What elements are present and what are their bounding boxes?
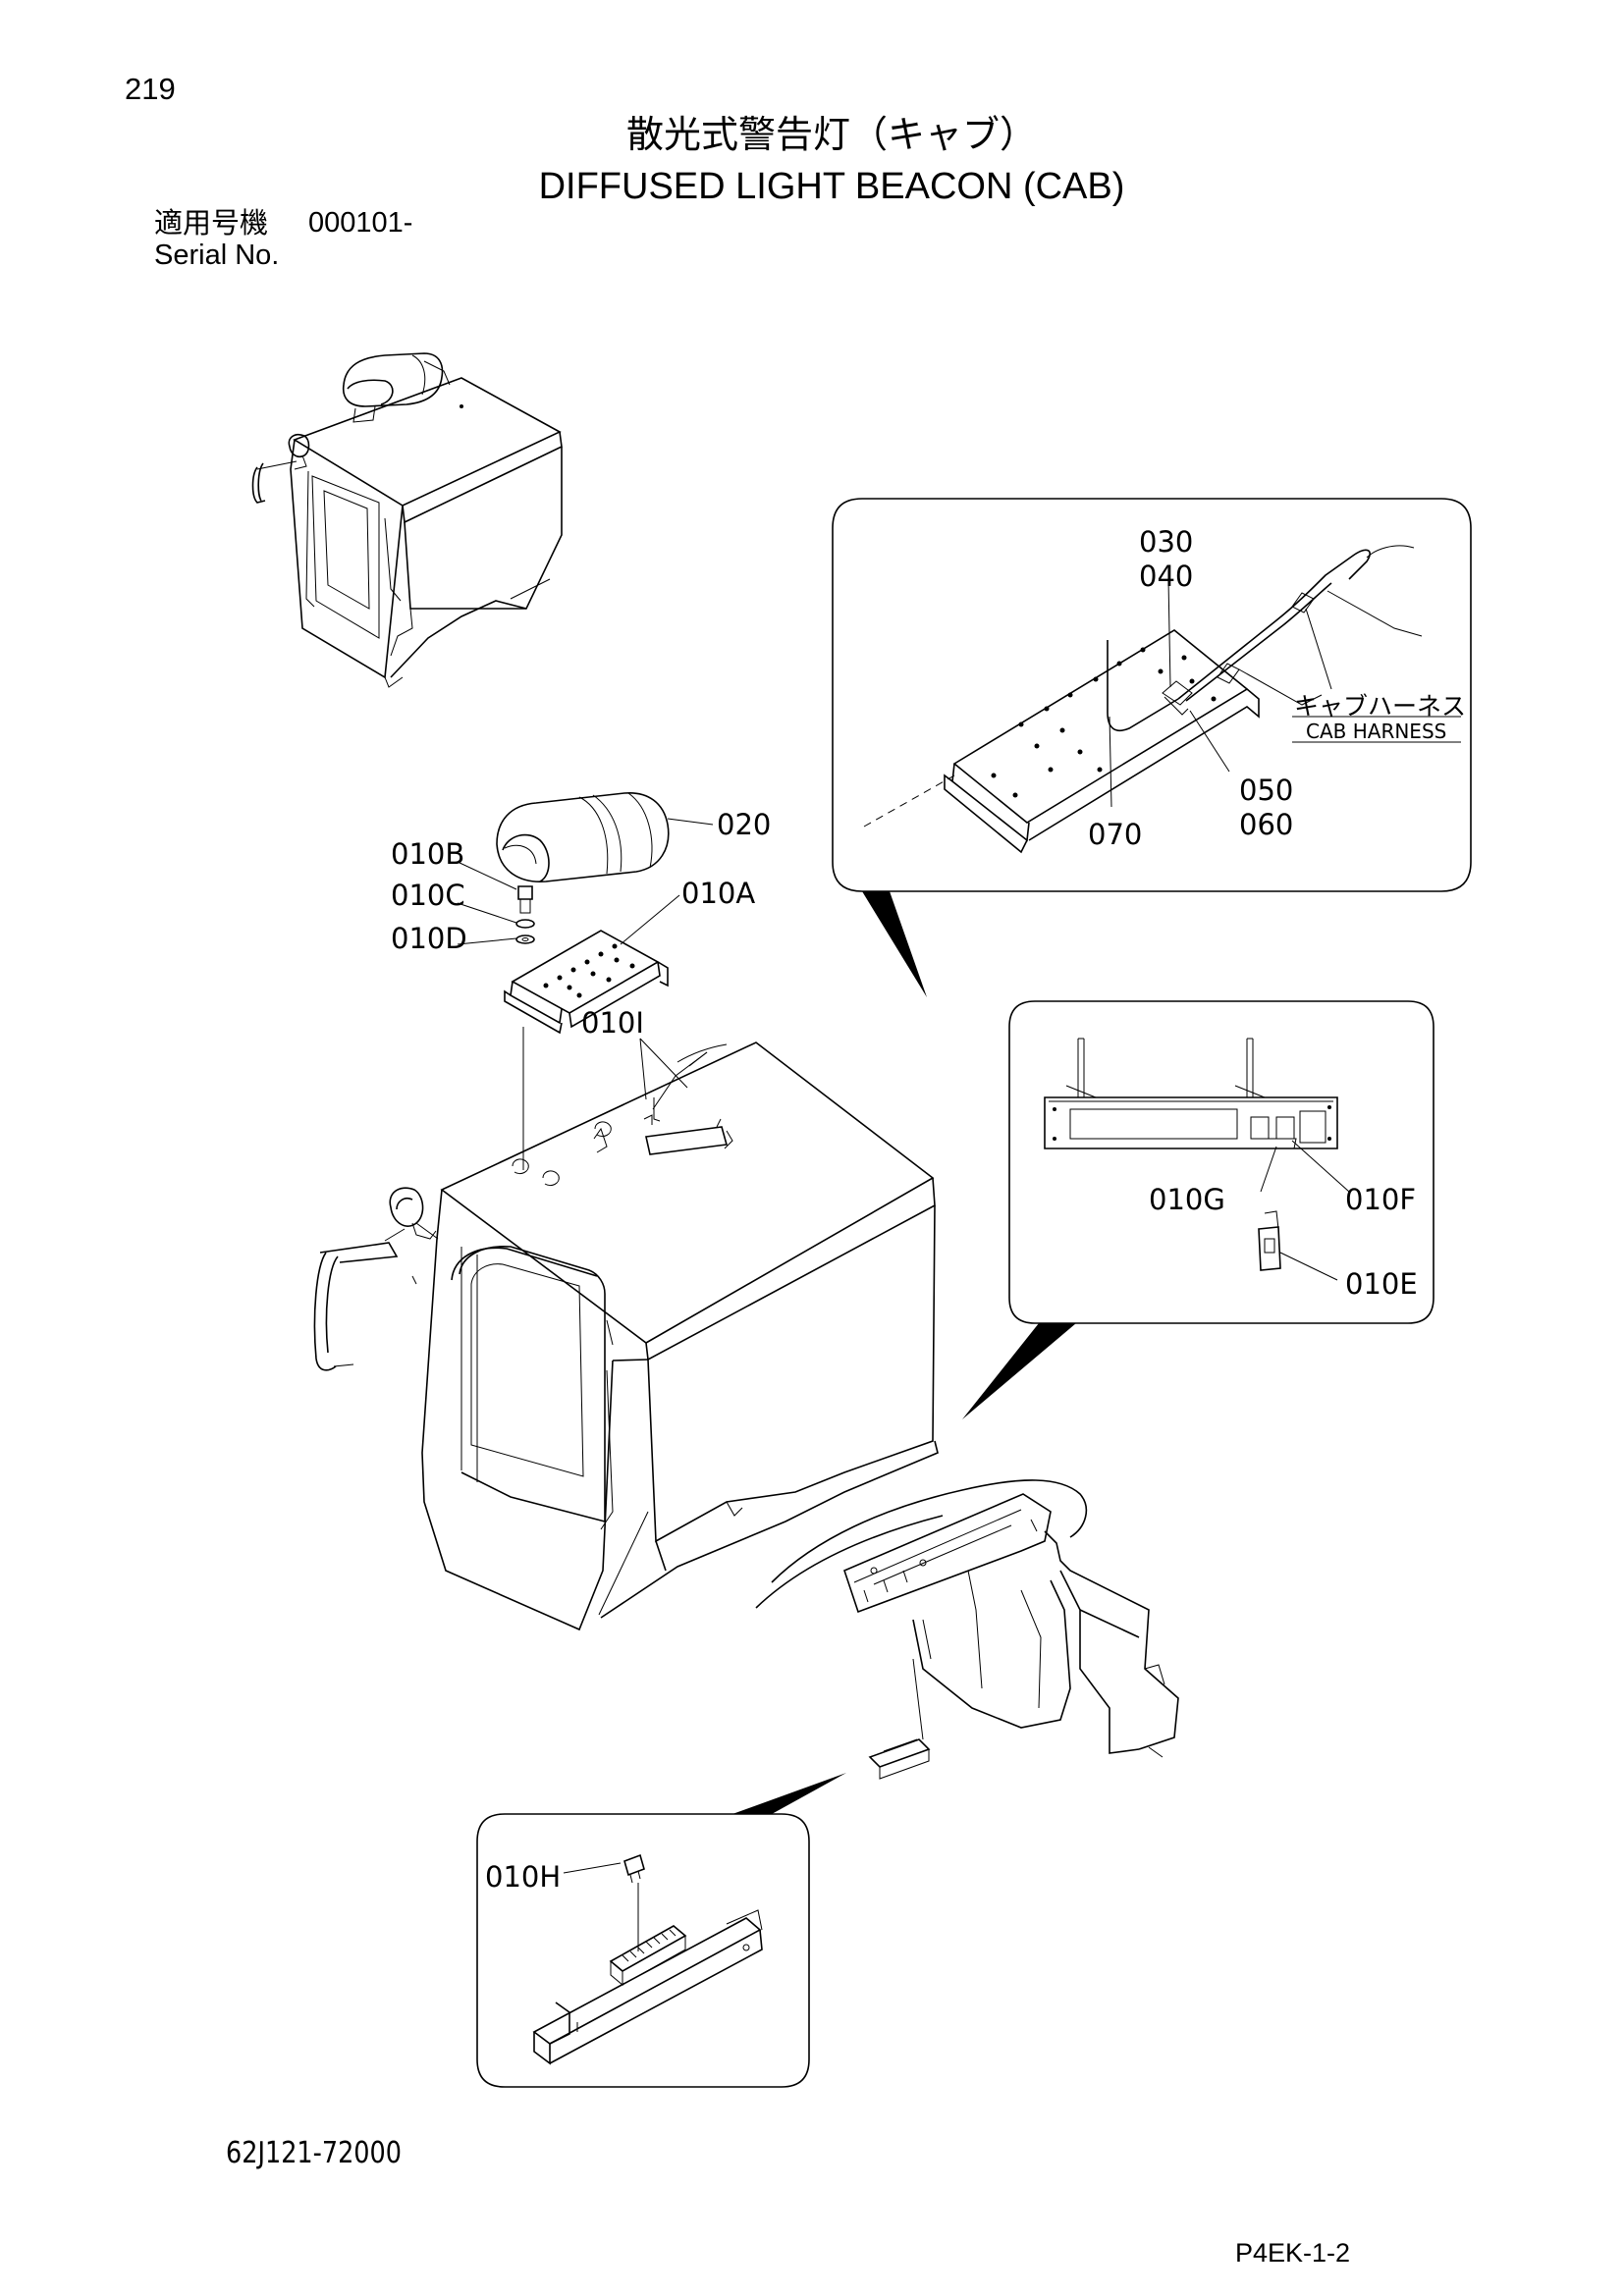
callout-010G: 010G [1149,1183,1225,1216]
page-number: 219 [125,72,176,106]
callout-050: 050 [1239,774,1293,807]
callout-010E: 010E [1345,1267,1418,1301]
cab-overview-drawing [251,352,563,688]
callout-060: 060 [1239,808,1293,841]
callout-010D: 010D [391,922,467,955]
serial-label-japanese: 適用号機 [154,206,269,240]
callout-030: 030 [1139,525,1193,559]
drawing-number: 62J121-72000 [226,2136,402,2170]
serial-label-english: Serial No. [154,240,280,271]
page-title-japanese: 散光式警告灯（キャブ） [625,113,1037,156]
inset-fuse-detail: 010H [476,1773,846,2088]
beacon-assembly-drawing [496,792,670,1170]
inset-harness-detail: 030 040 050 060 070 キャブハーネス CAB HARNESS [832,498,1472,997]
serial-number-value: 000101- [308,207,413,239]
callout-010C: 010C [391,879,465,912]
page-title-english: DIFFUSED LIGHT BEACON (CAB) [538,166,1125,207]
cab-main-drawing [313,1041,939,1631]
page-code: P4EK-1-2 [1235,2238,1351,2268]
callout-cab-harness-jp: キャブハーネス [1294,692,1466,721]
callout-cab-harness-en: CAB HARNESS [1306,720,1446,743]
dash-unit-drawing [755,1479,1179,1780]
callout-020: 020 [717,808,771,841]
inset-switch-detail: 010G 010F 010E [962,1000,1435,1419]
callout-010B: 010B [391,837,464,871]
callout-070: 070 [1088,818,1142,851]
callout-010I: 010I [581,1006,644,1040]
callout-010H: 010H [485,1860,561,1894]
callout-010F: 010F [1345,1183,1416,1216]
callout-010A: 010A [681,877,755,910]
callout-040: 040 [1139,560,1193,593]
main-callouts: 010B 010C 010D 010A 020 010I [391,808,771,1100]
